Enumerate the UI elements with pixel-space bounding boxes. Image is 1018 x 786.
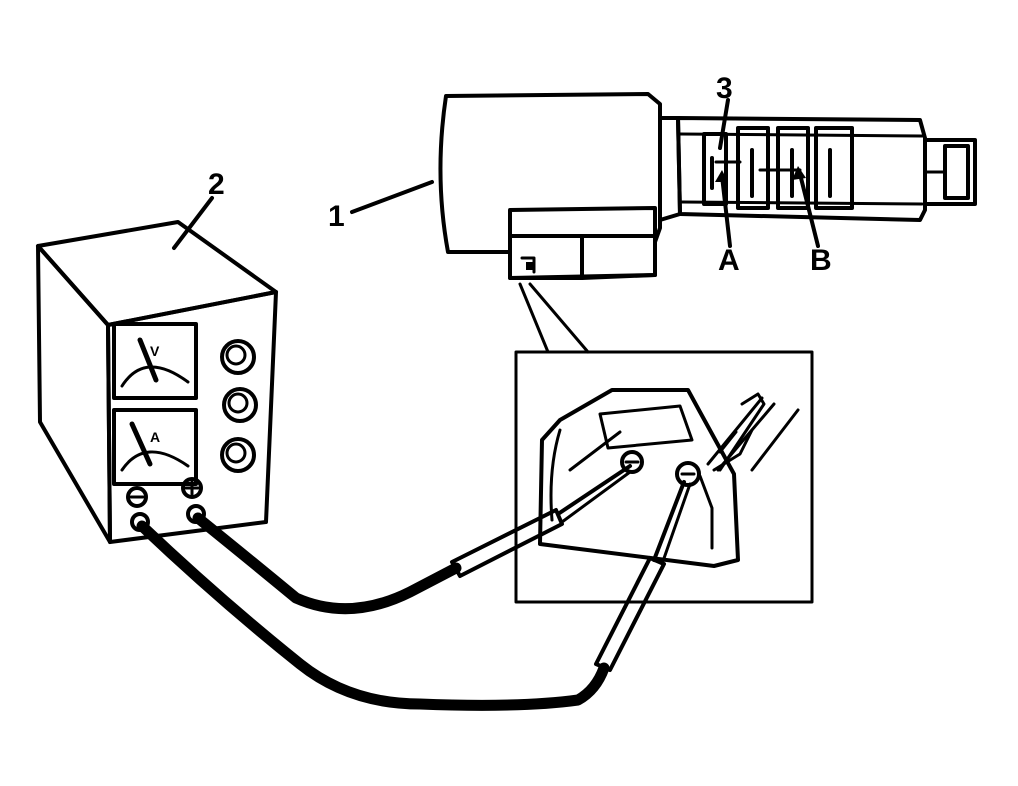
ammeter-symbol: A <box>150 429 160 445</box>
voltmeter-symbol: V <box>150 343 160 359</box>
positive-test-lead <box>192 464 632 615</box>
connector-detail-inset <box>514 350 814 604</box>
negative-terminal <box>126 486 150 532</box>
port-b-label: B <box>810 244 832 277</box>
terminal-pin-left <box>620 450 644 474</box>
voltmeter: V <box>112 322 198 400</box>
terminal-pin-right <box>675 461 701 487</box>
negative-test-lead <box>136 480 692 711</box>
callout-3: 3 <box>716 72 733 150</box>
callout-3-label: 3 <box>716 72 733 105</box>
callout-1-label: 1 <box>328 200 345 233</box>
callout-1: 1 <box>328 180 434 233</box>
callout-2-label: 2 <box>208 168 225 201</box>
port-a-label: A <box>718 244 740 277</box>
control-knob-bottom <box>220 437 256 473</box>
control-knob-middle <box>222 387 258 423</box>
callout-port-b: B <box>792 166 832 277</box>
spool-valve <box>702 126 854 210</box>
callout-2: 2 <box>172 168 225 250</box>
ammeter: A <box>112 408 198 486</box>
control-knob-top <box>220 339 256 375</box>
detail-zoom-lines <box>518 282 590 354</box>
callout-port-a: A <box>715 170 740 277</box>
power-supply: V A <box>36 220 278 544</box>
pressure-control-solenoid <box>438 92 977 280</box>
